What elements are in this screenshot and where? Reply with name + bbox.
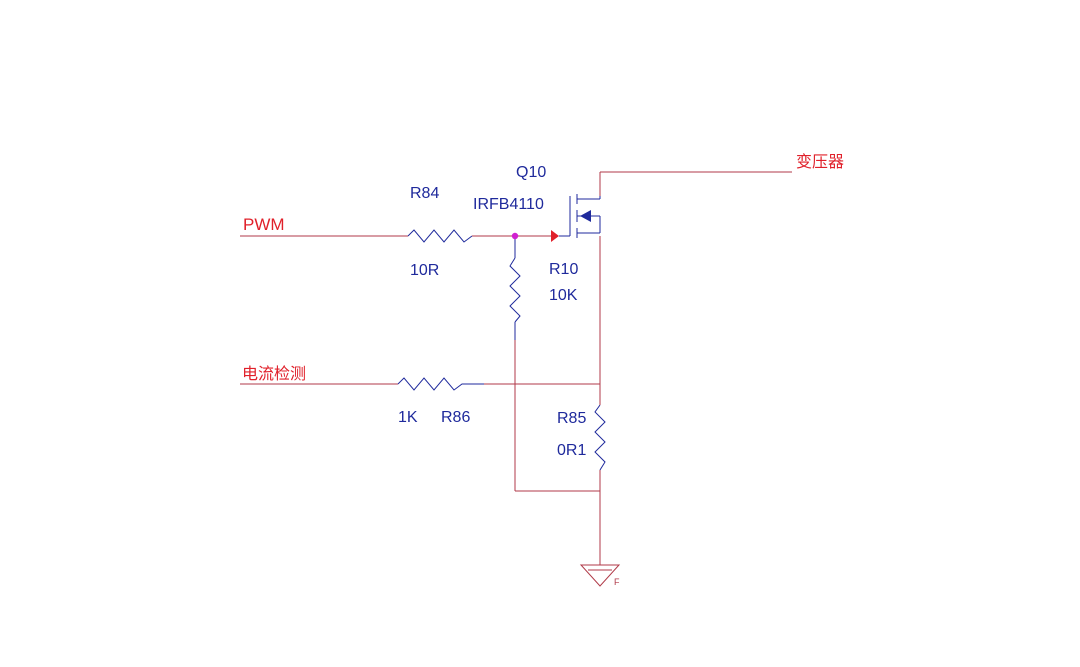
r84-value-label: 10R: [410, 262, 439, 279]
gate-arrow-icon: [551, 230, 559, 242]
ground-triangle-icon: [579, 564, 621, 587]
wires: [240, 171, 792, 565]
junction-dot: [511, 232, 519, 240]
q10-mosfet[interactable]: [559, 194, 601, 238]
r86-ref-label: R86: [441, 409, 470, 426]
q10-value-label: IRFB4110: [473, 196, 544, 213]
r85-resistor[interactable]: [594, 404, 606, 471]
r84-ref-label: R84: [410, 185, 439, 202]
r84-zigzag: [407, 229, 473, 243]
r86-value-label: 1K: [398, 409, 418, 426]
r86-resistor[interactable]: [397, 377, 484, 391]
net-label-pwm: PWM: [243, 215, 285, 234]
net-label-transformer: 变压器: [796, 152, 844, 171]
r10-ref-label: R10: [549, 261, 578, 278]
r85-value-label: 0R1: [557, 442, 586, 459]
r10-resistor[interactable]: [509, 236, 521, 340]
r10-value-label: 10K: [549, 287, 578, 304]
r86-zigzag: [397, 377, 484, 391]
r10-zigzag: [509, 257, 521, 323]
ground-label: F: [614, 577, 620, 587]
r84-resistor[interactable]: [407, 229, 473, 243]
r85-ref-label: R85: [557, 410, 586, 427]
r85-zigzag: [594, 404, 606, 471]
q10-body-arrow-icon: [580, 210, 591, 222]
q10-ref-label: Q10: [516, 164, 546, 181]
ground-symbol: [579, 564, 621, 587]
net-label-current-sense: 电流检测: [242, 364, 306, 383]
